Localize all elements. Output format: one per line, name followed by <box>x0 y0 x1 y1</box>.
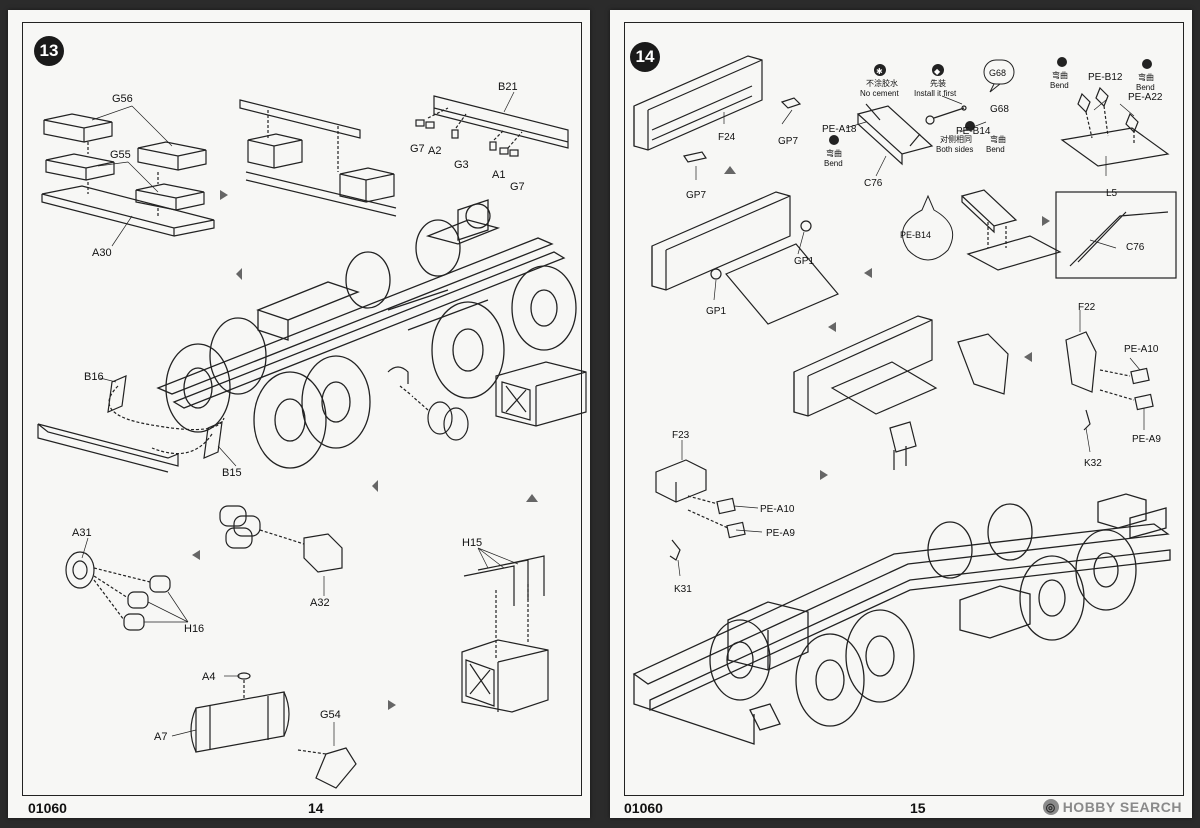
product-code: 01060 <box>28 800 67 816</box>
legend-no-cement-en: No cement <box>860 89 899 98</box>
g68-callout <box>983 59 1015 93</box>
label-h15: H15 <box>462 537 482 549</box>
label-b21: B21 <box>498 81 518 93</box>
direction-arrows <box>724 166 1050 480</box>
label-pe-a22: PE-A22 <box>1128 92 1163 103</box>
pe-b14-callout <box>901 194 954 261</box>
legend-bend-cn-4: 弯曲 <box>1138 72 1154 82</box>
fuel-tank-installed <box>495 361 587 427</box>
label-g55: G55 <box>110 149 131 161</box>
twin-cylinders-a32 <box>219 505 343 573</box>
bumper-b21 <box>415 95 569 157</box>
chassis-main <box>156 199 566 409</box>
legend-both-sides-en: Both sides <box>936 145 973 154</box>
page-number: 15 <box>910 800 926 816</box>
label-b15: B15 <box>222 467 242 479</box>
watermark-text: HOBBY SEARCH <box>1062 799 1182 815</box>
seat-boxes-assembly <box>41 113 215 237</box>
page-frame <box>624 22 1184 796</box>
direction-arrows <box>192 190 538 710</box>
label-g7a: G7 <box>410 143 425 155</box>
label-pe-a9b: PE-A9 <box>766 528 795 539</box>
label-pe-a10b: PE-A10 <box>760 504 795 515</box>
frame-detail-top <box>239 99 397 217</box>
step-number: 14 <box>630 42 660 72</box>
label-g68: G68 <box>990 104 1009 115</box>
page-number: 14 <box>308 800 324 816</box>
label-k31: K31 <box>674 584 692 595</box>
page-frame <box>22 22 582 796</box>
air-cylinders <box>387 366 469 441</box>
front-bumper-f24 <box>633 55 802 163</box>
label-a32: A32 <box>310 597 330 609</box>
detail-box-c76 <box>1055 191 1177 279</box>
bumper-gp1-assembly <box>651 191 839 325</box>
label-f22: F22 <box>1078 302 1096 313</box>
legend-no-cement-cn: 不涂胶水 <box>866 78 898 88</box>
label-gp7b: GP7 <box>686 190 706 201</box>
legend-install-first-cn: 先装 <box>930 78 946 88</box>
legend-bend-en-3: Bend <box>1050 81 1069 90</box>
instruction-page-right: 14 <box>610 10 1192 818</box>
step-f23-assembly <box>655 459 746 561</box>
label-a2: A2 <box>428 145 441 157</box>
legend-bend-en-4: Bend <box>1136 83 1155 92</box>
legend-bend-cn-1: 弯曲 <box>826 148 842 158</box>
label-pe-b14-callout: PE-B14 <box>900 230 931 240</box>
fuel-tank-a7 <box>190 672 357 789</box>
legend-icons: ✱ ◆ <box>829 57 1152 145</box>
legend-install-first-en: Install it first <box>914 89 957 98</box>
label-h16: H16 <box>184 623 204 635</box>
hobby-search-logo-icon: ◎ <box>1042 799 1059 815</box>
label-f24: F24 <box>718 132 736 143</box>
label-pe-b14: PE-B14 <box>956 126 991 137</box>
label-g56: G56 <box>112 93 133 105</box>
legend-bend-cn-2: 弯曲 <box>990 134 1006 144</box>
label-a4: A4 <box>202 671 215 683</box>
legend-both-sides-cn: 对侧相同 <box>940 134 972 144</box>
bumper-with-step <box>793 315 1009 470</box>
step-tray-mid <box>960 189 1062 271</box>
step14-illustration: ✱ ◆ <box>632 55 1177 745</box>
bracket-h15-assembly <box>461 555 549 713</box>
label-gp1a: GP1 <box>794 256 814 267</box>
label-pe-a18: PE-A18 <box>822 124 857 135</box>
label-b16: B16 <box>84 371 104 383</box>
legend-bend-en-2: Bend <box>986 145 1005 154</box>
label-g54: G54 <box>320 709 341 721</box>
hub-a31-assembly <box>65 551 171 631</box>
label-l5: L5 <box>1106 188 1118 199</box>
label-gp1b: GP1 <box>706 306 726 317</box>
rear-bumper <box>37 375 225 473</box>
label-gp7a: GP7 <box>778 136 798 147</box>
svg-text:✱: ✱ <box>876 67 883 76</box>
label-pe-a9a: PE-A9 <box>1132 434 1161 445</box>
instruction-page-left: 13 <box>8 10 590 818</box>
label-g7b: G7 <box>510 181 525 193</box>
label-pe-a10a: PE-A10 <box>1124 344 1159 355</box>
watermark: ◎ HOBBY SEARCH <box>1042 799 1182 815</box>
step13-illustration: G56 G55 A30 B21 G7 A2 G3 A1 G7 B16 B15 A… <box>37 81 587 789</box>
label-pe-b12: PE-B12 <box>1088 72 1123 83</box>
step-number: 13 <box>34 36 64 66</box>
label-a1: A1 <box>492 169 505 181</box>
legend-bend-cn-3: 弯曲 <box>1052 70 1068 80</box>
label-a30: A30 <box>92 247 112 259</box>
legend-bend-en-1: Bend <box>824 159 843 168</box>
step-c76-assembly <box>856 103 967 166</box>
chassis-wheels <box>165 219 577 469</box>
plate-l5-assembly <box>1060 86 1170 167</box>
label-c76a: C76 <box>864 178 883 189</box>
vehicle-chassis-full <box>632 493 1171 745</box>
label-a31: A31 <box>72 527 92 539</box>
label-a7: A7 <box>154 731 167 743</box>
svg-text:◆: ◆ <box>934 67 941 76</box>
label-c76b: C76 <box>1126 242 1145 253</box>
label-g68-callout: G68 <box>989 68 1006 78</box>
label-k32: K32 <box>1084 458 1102 469</box>
product-code: 01060 <box>624 800 663 816</box>
label-g3: G3 <box>454 159 469 171</box>
label-f23: F23 <box>672 430 690 441</box>
